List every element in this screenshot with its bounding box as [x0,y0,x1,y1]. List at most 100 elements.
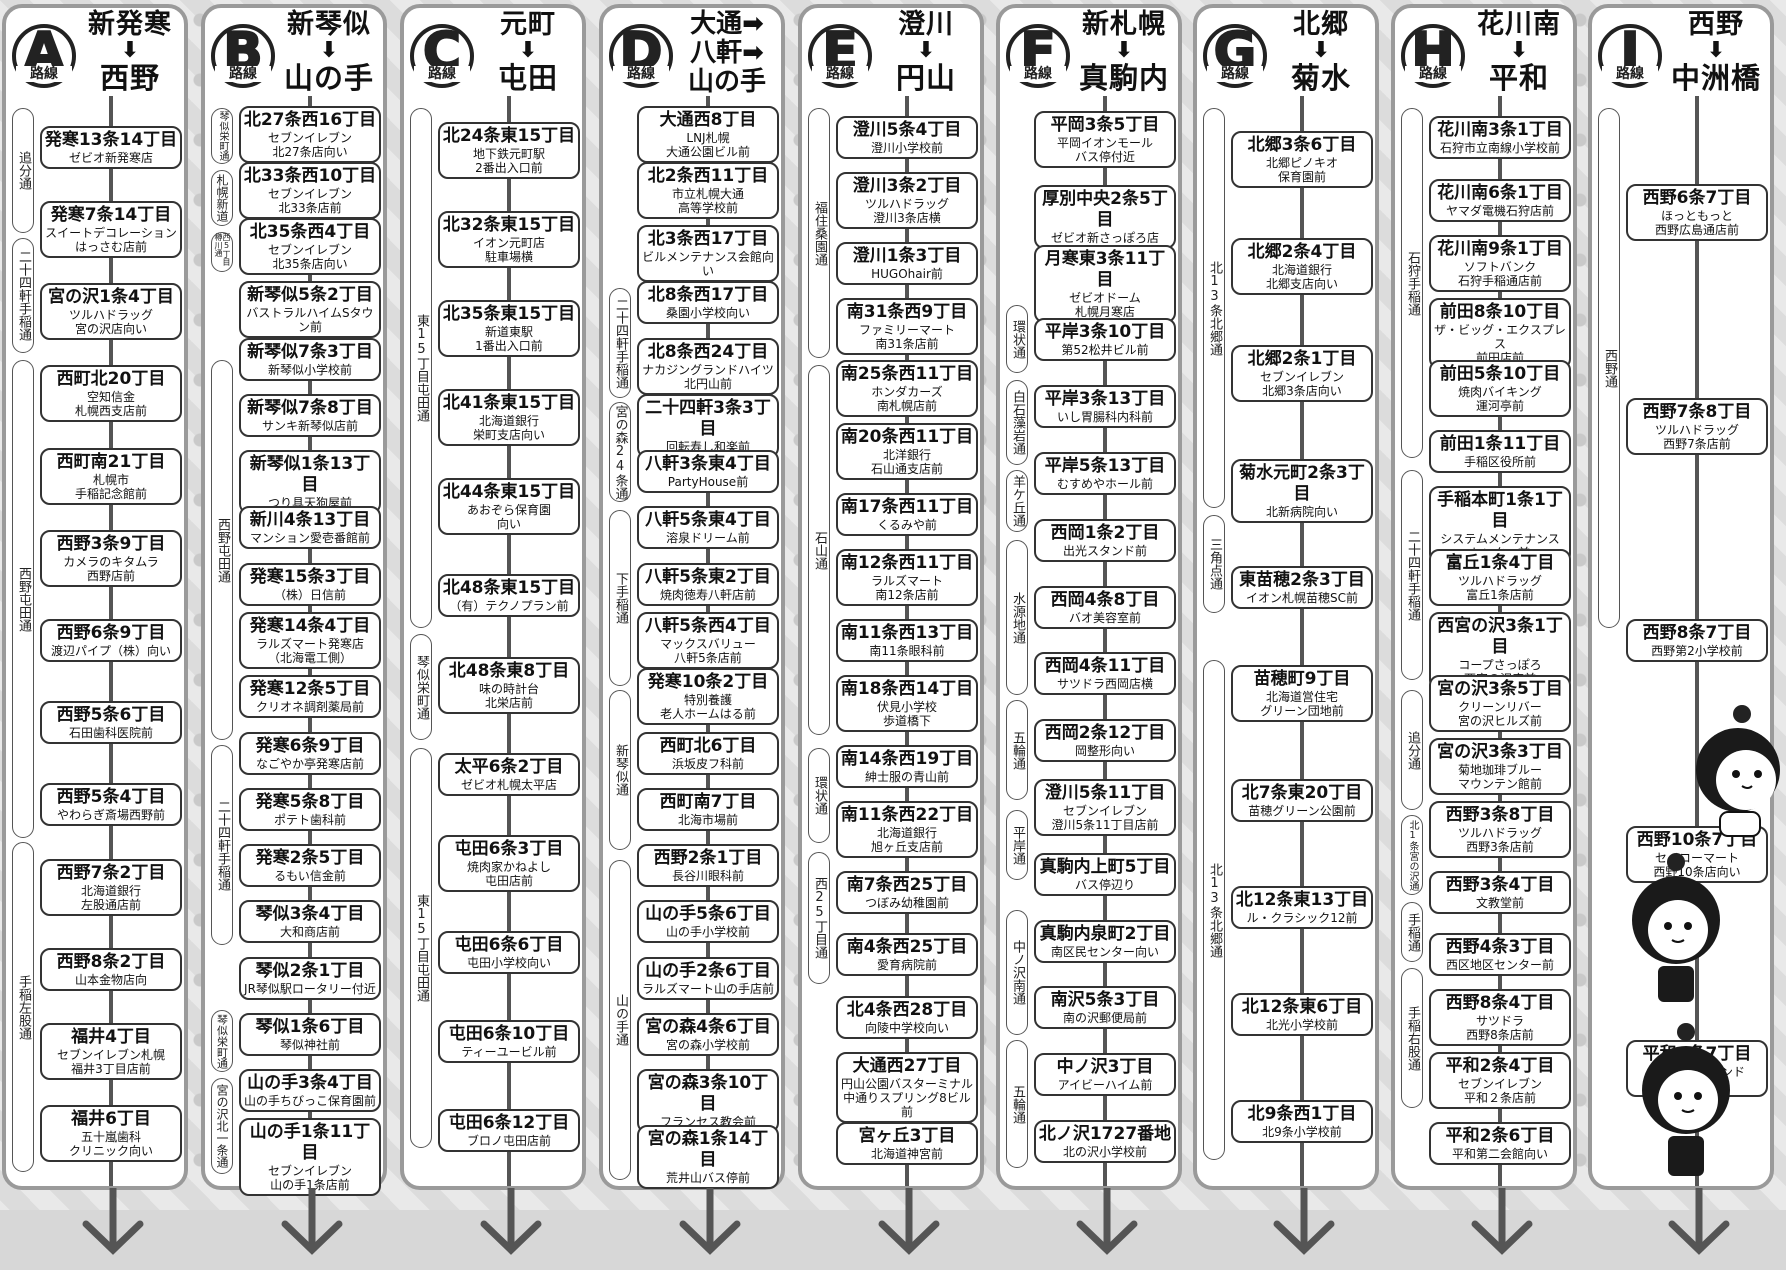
bus-stop[interactable]: 新琴似7条3丁目新琴似小学校前 [239,338,381,381]
bus-stop[interactable]: 西野8条4丁目サツドラ 西野8条店前 [1429,989,1571,1046]
bus-stop[interactable]: 北2条西11丁目市立札幌大通 高等学校前 [637,162,779,219]
bus-stop[interactable]: 南31条西9丁目ファミリーマート 南31条店前 [836,298,978,355]
bus-stop[interactable]: 屯田6条6丁目屯田小学校向い [438,931,580,974]
bus-stop[interactable]: 西野5条6丁目石田歯科医院前 [40,701,182,744]
bus-stop[interactable]: 太平6条2丁目ゼビオ札幌太平店 [438,753,580,796]
bus-stop[interactable]: 北8条西24丁目ナカジングランドハイツ北円山前 [637,338,779,395]
bus-stop[interactable]: 花川南9条1丁目ソフトバンク 石狩手稲通店前 [1429,235,1571,292]
bus-stop[interactable]: 前田8条10丁目ザ・ビッグ・エクスプレス 前田店前 [1429,298,1571,369]
bus-stop[interactable]: 南11条西13丁目南11条眼科前 [836,619,978,662]
bus-stop[interactable]: 北41条東15丁目北海道銀行 栄町支店向い [438,389,580,446]
bus-stop[interactable]: 西町北20丁目空知信金 札幌西支店前 [40,365,182,422]
bus-stop[interactable]: 二十四軒3条3丁目回転寿し和楽前 [637,394,779,458]
bus-stop[interactable]: 北8条西17丁目桑園小学校向い [637,281,779,324]
bus-stop[interactable]: 発寒10条2丁目特別養護 老人ホームはる前 [637,668,779,725]
bus-stop[interactable]: 西野7条8丁目ツルハドラッグ 西野7条店前 [1626,398,1768,455]
bus-stop[interactable]: 西野3条9丁目カメラのキタムラ 西野店前 [40,530,182,587]
bus-stop[interactable]: 宮ヶ丘3丁目北海道神宮前 [836,1122,978,1165]
bus-stop[interactable]: 宮の森1条14丁目荒井山バス停前 [637,1125,779,1189]
bus-stop[interactable]: 北32条東15丁目イオン元町店 駐車場横 [438,211,580,268]
bus-stop[interactable]: 中ノ沢3丁目アイビーハイム前 [1034,1053,1176,1096]
bus-stop[interactable]: 八軒5条東4丁目溶泉ドリーム前 [637,506,779,549]
bus-stop[interactable]: 発寒7条14丁目スイートデコレーション はっさむ店前 [40,201,182,258]
bus-stop[interactable]: 北48条東15丁目（有）テクノプラン前 [438,574,580,617]
bus-stop[interactable]: 西岡1条2丁目出光スタンド前 [1034,519,1176,562]
bus-stop[interactable]: 西野5条4丁目やわらぎ斎場西野前 [40,783,182,826]
bus-stop[interactable]: 北ノ沢1727番地北の沢小学校前 [1034,1120,1176,1163]
bus-stop[interactable]: 南18条西14丁目伏見小学校 歩道橋下 [836,675,978,732]
bus-stop[interactable]: 西岡4条11丁目サツドラ西岡店横 [1034,652,1176,695]
bus-stop[interactable]: 北35条西4丁目セブンイレブン 北35条店向い [239,218,381,275]
bus-stop[interactable]: 北12条東13丁目ル・クラシック12前 [1231,886,1373,929]
bus-stop[interactable]: 西岡4条8丁目バオ美容室前 [1034,586,1176,629]
bus-stop[interactable]: 発寒2条5丁目るもい信金前 [239,844,381,887]
bus-stop[interactable]: 宮の沢1条4丁目ツルハドラッグ 宮の沢店向い [40,283,182,340]
bus-stop[interactable]: 北郷2条1丁目セブンイレブン 北郷3条店向い [1231,345,1373,402]
bus-stop[interactable]: 西野6条7丁目ほっともっと 西野広島通店前 [1626,184,1768,241]
bus-stop[interactable]: 南17条西11丁目くるみや前 [836,493,978,536]
bus-stop[interactable]: 山の手2条6丁目ラルズマート山の手店前 [637,957,779,1000]
bus-stop[interactable]: 北35条東15丁目新道東駅 1番出入口前 [438,300,580,357]
bus-stop[interactable]: 真駒内上町5丁目バス停辺り [1034,853,1176,896]
bus-stop[interactable]: 西町北6丁目浜坂皮フ科前 [637,732,779,775]
bus-stop[interactable]: 花川南3条1丁目石狩市立南線小学校前 [1429,116,1571,159]
bus-stop[interactable]: 新琴似7条8丁目サンキ新琴似店前 [239,394,381,437]
bus-stop[interactable]: 琴似3条4丁目大和商店前 [239,900,381,943]
bus-stop[interactable]: 菊水元町2条3丁目北新病院向い [1231,459,1373,523]
bus-stop[interactable]: 真駒内泉町2丁目南区民センター向い [1034,920,1176,963]
bus-stop[interactable]: 南7条西25丁目つぼみ幼稚園前 [836,871,978,914]
bus-stop[interactable]: 南12条西11丁目ラルズマート 南12条店前 [836,549,978,606]
bus-stop[interactable]: 新琴似5条2丁目バストラルハイムSタウン前 [239,281,381,338]
bus-stop[interactable]: 西野3条8丁目ツルハドラッグ 西野3条店前 [1429,801,1571,858]
bus-stop[interactable]: 北9条西1丁目北9条小学校前 [1231,1100,1373,1143]
bus-stop[interactable]: 南11条西22丁目北海道銀行 旭ヶ丘支店前 [836,801,978,858]
bus-stop[interactable]: 西野2条1丁目長谷川眼科前 [637,844,779,887]
bus-stop[interactable]: 山の手1条11丁目セブンイレブン 山の手1条店前 [239,1118,381,1196]
bus-stop[interactable]: 宮の沢3条3丁目菊地珈琲ブルー マウンテン館前 [1429,738,1571,795]
bus-stop[interactable]: 苗穂町9丁目北海道営住宅 グリーン団地前 [1231,665,1373,722]
bus-stop[interactable]: 南4条西25丁目愛育病院前 [836,933,978,976]
bus-stop[interactable]: 西野7条2丁目北海道銀行 左股通店前 [40,859,182,916]
bus-stop[interactable]: 南20条西11丁目北洋銀行 石山通支店前 [836,423,978,480]
bus-stop[interactable]: 福井4丁目セブンイレブン札幌 福井3丁目店前 [40,1023,182,1080]
bus-stop[interactable]: 北4条西28丁目向陵中学校向い [836,996,978,1039]
bus-stop[interactable]: 屯田6条3丁目焼肉家かねよし 屯田店前 [438,835,580,892]
bus-stop[interactable]: 北郷2条4丁目北海道銀行 北郷支店向い [1231,238,1373,295]
bus-stop[interactable]: 北3条西17丁目ビルメンテナンス会館向い [637,225,779,282]
bus-stop[interactable]: 北33条西10丁目セブンイレブン 北33条店前 [239,162,381,219]
bus-stop[interactable]: 平和2条6丁目平和第二会館向い [1429,1122,1571,1165]
bus-stop[interactable]: 西野4条3丁目西区地区センター前 [1429,933,1571,976]
bus-stop[interactable]: 八軒5条西4丁目マックスバリュー 八軒5条店前 [637,612,779,669]
bus-stop[interactable]: 南25条西11丁目ホンダカーズ 南札幌店前 [836,360,978,417]
bus-stop[interactable]: 北7条東20丁目苗穂グリーン公園前 [1231,779,1373,822]
bus-stop[interactable]: 南14条西19丁目紳士服の青山前 [836,745,978,788]
bus-stop[interactable]: 西野6条9丁目渡辺パイプ（株）向い [40,619,182,662]
bus-stop[interactable]: 西野8条2丁目山本金物店向 [40,948,182,991]
bus-stop[interactable]: 西町南7丁目北海市場前 [637,788,779,831]
bus-stop[interactable]: 富丘1条4丁目ツルハドラッグ 富丘1条店前 [1429,549,1571,606]
bus-stop[interactable]: 平岸5条13丁目むすめやホール前 [1034,452,1176,495]
bus-stop[interactable]: 宮の森3条10丁目フランセス教会前 [637,1069,779,1133]
bus-stop[interactable]: 北24条東15丁目地下鉄元町駅 2番出入口前 [438,122,580,179]
bus-stop[interactable]: 発寒12条5丁目クリオネ調剤薬局前 [239,675,381,718]
bus-stop[interactable]: 平岡3条5丁目平岡イオンモール バス停付近 [1034,111,1176,168]
bus-stop[interactable]: 福井6丁目五十嵐歯科 クリニック向い [40,1105,182,1162]
bus-stop[interactable]: 平岸3条10丁目第52松井ビル前 [1034,318,1176,361]
bus-stop[interactable]: 屯田6条10丁目ティーユービル前 [438,1020,580,1063]
bus-stop[interactable]: 北郷3条6丁目北郷ピノキオ 保育園前 [1231,131,1373,188]
bus-stop[interactable]: 宮の森4条6丁目宮の森小学校前 [637,1013,779,1056]
bus-stop[interactable]: 北44条東15丁目あおぞら保育園 向い [438,478,580,535]
bus-stop[interactable]: 西町南21丁目札幌市 手稲記念館前 [40,448,182,505]
bus-stop[interactable]: 発寒5条8丁目ポテト歯科前 [239,788,381,831]
bus-stop[interactable]: 前田1条11丁目手稲区役所前 [1429,430,1571,473]
bus-stop[interactable]: 澄川5条11丁目セブンイレブン 澄川5条11丁目店前 [1034,779,1176,836]
bus-stop[interactable]: 大通西27丁目円山公園バスターミナル 中通りスプリング8ビル前 [836,1052,978,1123]
bus-stop[interactable]: 前田5条10丁目焼肉バイキング 運河亭前 [1429,360,1571,417]
bus-stop[interactable]: 琴似1条6丁目琴似神社前 [239,1013,381,1056]
bus-stop[interactable]: 澄川5条4丁目澄川小学校前 [836,116,978,159]
bus-stop[interactable]: 発寒15条3丁目（株）日信前 [239,563,381,606]
bus-stop[interactable]: 北48条東8丁目味の時計台 北栄店前 [438,657,580,714]
